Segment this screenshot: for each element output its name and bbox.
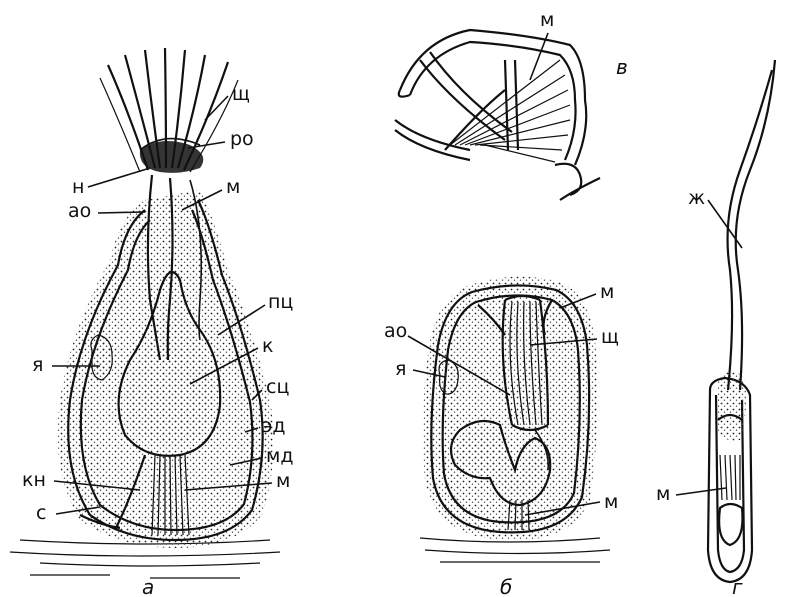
label-s: с: [36, 502, 46, 524]
label-m-b: м: [600, 281, 614, 303]
polypide-g: [718, 370, 746, 441]
substrate-lines-b: [420, 538, 610, 562]
label-ao-b: ао: [384, 320, 407, 342]
figure-v: [395, 30, 600, 200]
label-n: н: [72, 176, 84, 198]
label-zh: ж: [688, 187, 705, 209]
label-shch-a: щ: [232, 83, 250, 105]
caption-b: б: [500, 575, 512, 597]
label-sts: сц: [266, 376, 289, 398]
label-k: к: [262, 335, 273, 357]
label-ao-a: ао: [68, 200, 91, 222]
lophophore-outline-v: [400, 30, 586, 165]
caption-v: в: [616, 55, 628, 79]
label-ro: ро: [230, 128, 254, 150]
label-kn: кн: [22, 469, 46, 491]
caption-g: г: [732, 575, 743, 597]
label-ya-a: я: [32, 354, 43, 376]
label-m-a1: м: [226, 176, 240, 198]
label-shch-b: щ: [601, 326, 619, 348]
figure-b: [420, 277, 610, 562]
caption-a: а: [142, 575, 154, 597]
figure-g: [708, 60, 775, 582]
stalk-g: [736, 60, 775, 390]
muscle-g: [720, 455, 740, 500]
muscle-fan-v: [445, 60, 570, 162]
label-pts: пц: [268, 291, 293, 313]
label-m-v: м: [540, 9, 554, 31]
label-m-g: м: [656, 483, 670, 505]
label-m-a2: м: [276, 470, 290, 492]
label-m-b2: м: [604, 491, 618, 513]
label-ya-b: я: [395, 358, 406, 380]
label-ed: эд: [262, 415, 286, 437]
label-md: мд: [266, 445, 293, 467]
